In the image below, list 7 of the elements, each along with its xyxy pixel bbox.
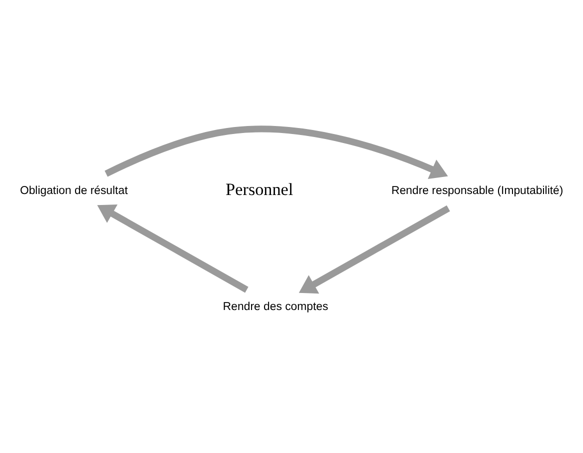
- node-text: Obligation de résultat: [20, 184, 128, 197]
- arrow: [104, 126, 448, 180]
- arrow: [97, 204, 248, 293]
- node-text: Rendre responsable (Imputabilité): [391, 184, 564, 197]
- arrow: [298, 205, 450, 294]
- node-text: Rendre des comptes: [222, 301, 328, 314]
- label: Personnel: [226, 180, 294, 200]
